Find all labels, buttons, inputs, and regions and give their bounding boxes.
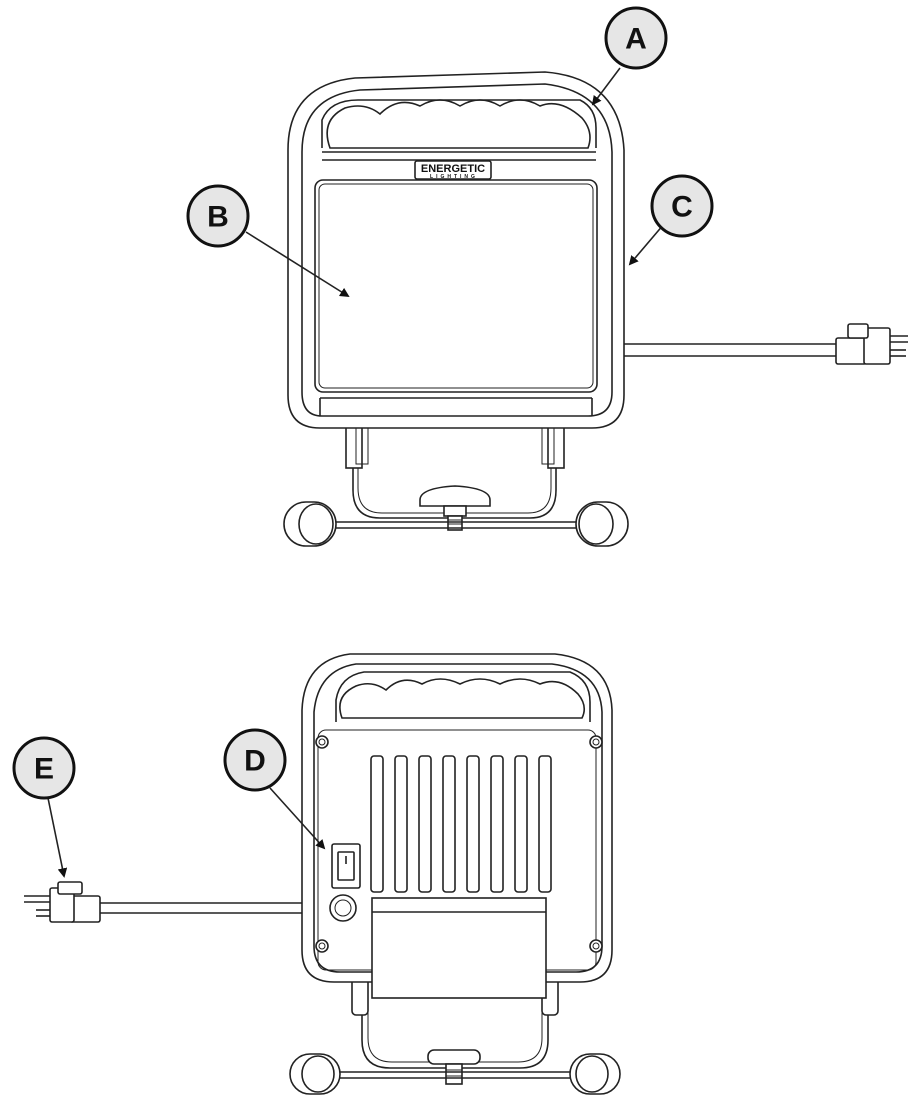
front-stand [283, 421, 629, 547]
callout-b-arrow [245, 231, 350, 298]
vent-slots [370, 755, 552, 893]
callout-d: D [223, 728, 287, 792]
back-view [24, 653, 621, 1095]
callout-d-arrow [269, 787, 326, 850]
callout-e-arrow [47, 797, 68, 878]
power-switch[interactable] [331, 843, 361, 889]
brand-sub: LIGHTING [430, 174, 478, 180]
back-housing [301, 653, 613, 999]
callout-e-label: E [34, 753, 54, 786]
callout-b: B [186, 184, 250, 248]
front-view: ENERGETIC LIGHTING [245, 67, 908, 547]
callout-d-label: D [244, 745, 266, 778]
callout-c-arrow [628, 223, 665, 266]
cord-grommet [329, 894, 357, 922]
back-stand [289, 974, 621, 1095]
front-housing [287, 71, 625, 429]
callout-e: E [12, 736, 76, 800]
front-power-cord [620, 323, 908, 365]
brand-logo: ENERGETIC LIGHTING [414, 160, 492, 180]
back-power-cord [24, 881, 335, 923]
brand-name: ENERGETIC [421, 163, 485, 175]
callout-c-label: C [671, 191, 693, 224]
callout-a-label: A [625, 23, 647, 56]
callout-a-arrow [591, 67, 621, 106]
callout-b-label: B [207, 201, 229, 234]
callout-a: A [604, 6, 668, 70]
callout-c: C [650, 174, 714, 238]
